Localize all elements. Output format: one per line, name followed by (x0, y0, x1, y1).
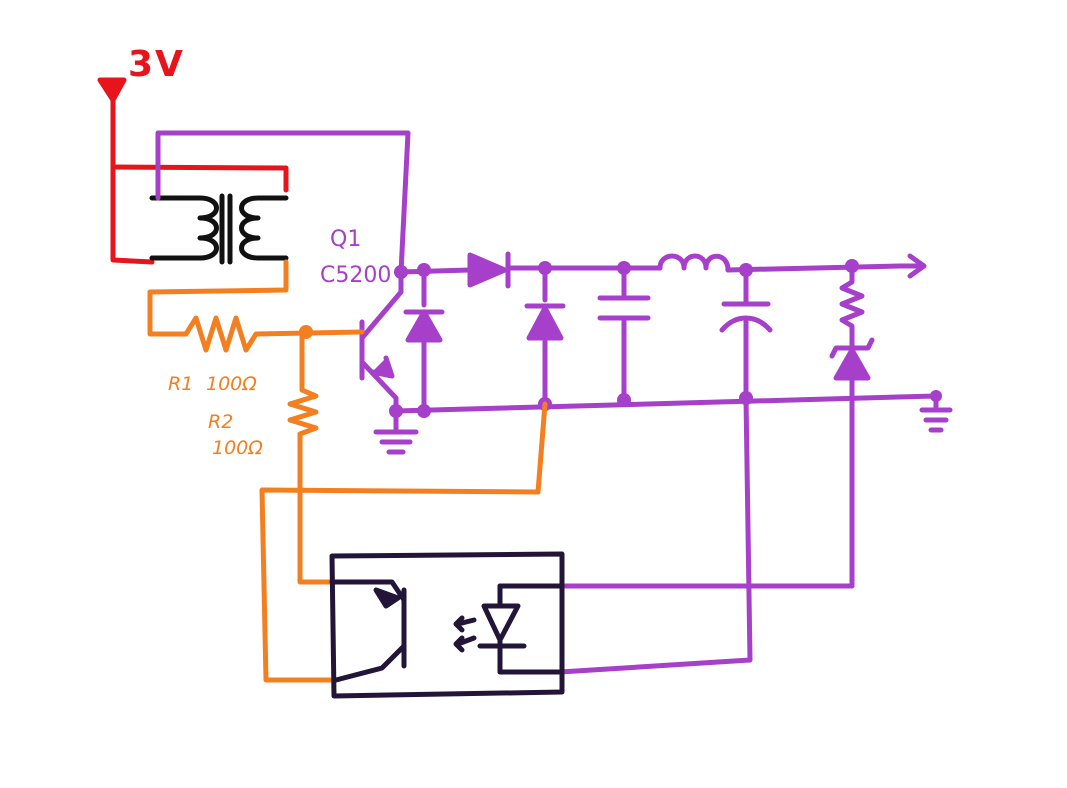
supply-arrow-icon (97, 77, 127, 103)
output-stage (155, 130, 953, 675)
r1-value: 100Ω (206, 373, 257, 395)
r2-to-phototransistor-wire (297, 467, 335, 585)
diode-icon (467, 251, 511, 289)
transformer-icon (149, 193, 289, 265)
top-rail-3 (725, 263, 903, 273)
supply-section: 3V (97, 44, 289, 265)
top-rail (398, 267, 473, 275)
supply-label: 3V (128, 44, 185, 85)
supply-wire (110, 92, 155, 265)
shunt-diode-icon (524, 265, 566, 407)
npn-transistor-icon: Q1 C5200 (320, 227, 404, 414)
zener-diode-icon (829, 263, 875, 589)
secondary-to-r1-wire (147, 259, 289, 337)
inductor-icon (657, 253, 731, 273)
supply-primary-wire (110, 164, 289, 193)
optocoupler-icon (329, 551, 565, 699)
r1-resistor (183, 315, 365, 353)
capacitor-icon (597, 265, 651, 403)
junction-dots (389, 259, 942, 418)
bottom-rail (393, 393, 939, 414)
base-junction-dot (299, 325, 313, 339)
output-ground-icon (919, 407, 953, 433)
output-arrow-icon (897, 253, 927, 279)
phototransistor-icon (329, 579, 407, 683)
emitter-return-wire (259, 401, 548, 683)
collector-feedback-wire (155, 130, 411, 275)
q1-ref-label: Q1 (330, 227, 361, 252)
led-cathode-wire (557, 395, 753, 675)
electrolytic-capacitor-icon (719, 267, 773, 401)
bias-network: R1 100Ω R2 100Ω (147, 259, 548, 683)
r1-label: R1 (168, 373, 193, 395)
led-icon (453, 583, 563, 675)
r2-label: R2 (208, 411, 233, 433)
q1-part-label: C5200 (320, 263, 391, 288)
r2-resistor (287, 329, 319, 473)
clamp-diode-icon (403, 267, 445, 414)
r2-value: 100Ω (212, 437, 263, 459)
